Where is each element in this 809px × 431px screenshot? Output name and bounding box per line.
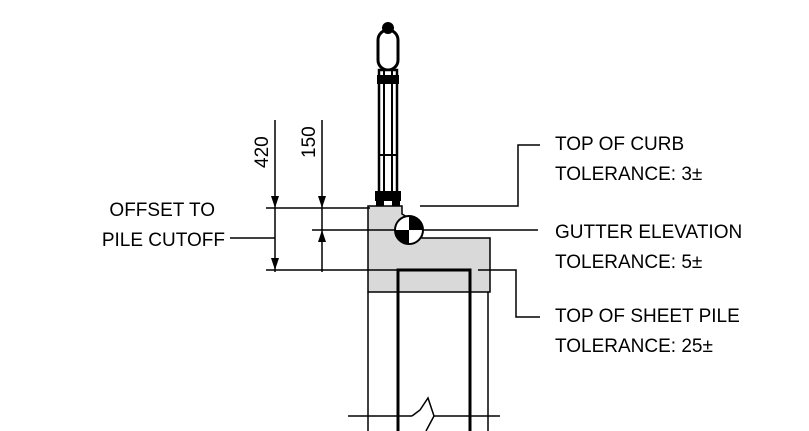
curb-tolerance: TOLERANCE: 3± (555, 164, 702, 185)
elevation-marker-icon (394, 215, 424, 245)
gutter-tolerance: TOLERANCE: 5± (555, 252, 702, 273)
pile-tolerance: TOLERANCE: 25± (555, 336, 713, 357)
dimension-150: 150 (299, 126, 320, 158)
sheet-pile (348, 268, 500, 431)
leader-lines (420, 144, 540, 318)
offset-label-line2: PILE CUTOFF (102, 230, 225, 251)
railing-post (375, 22, 401, 215)
concrete-curb-cap (367, 205, 491, 293)
dimension-arrows (271, 196, 326, 270)
offset-label-line1: OFFSET TO (109, 200, 215, 221)
pile-title: TOP OF SHEET PILE (555, 306, 740, 327)
gutter-title: GUTTER ELEVATION (555, 222, 742, 243)
curb-title: TOP OF CURB (555, 134, 684, 155)
dimension-420: 420 (252, 136, 273, 168)
